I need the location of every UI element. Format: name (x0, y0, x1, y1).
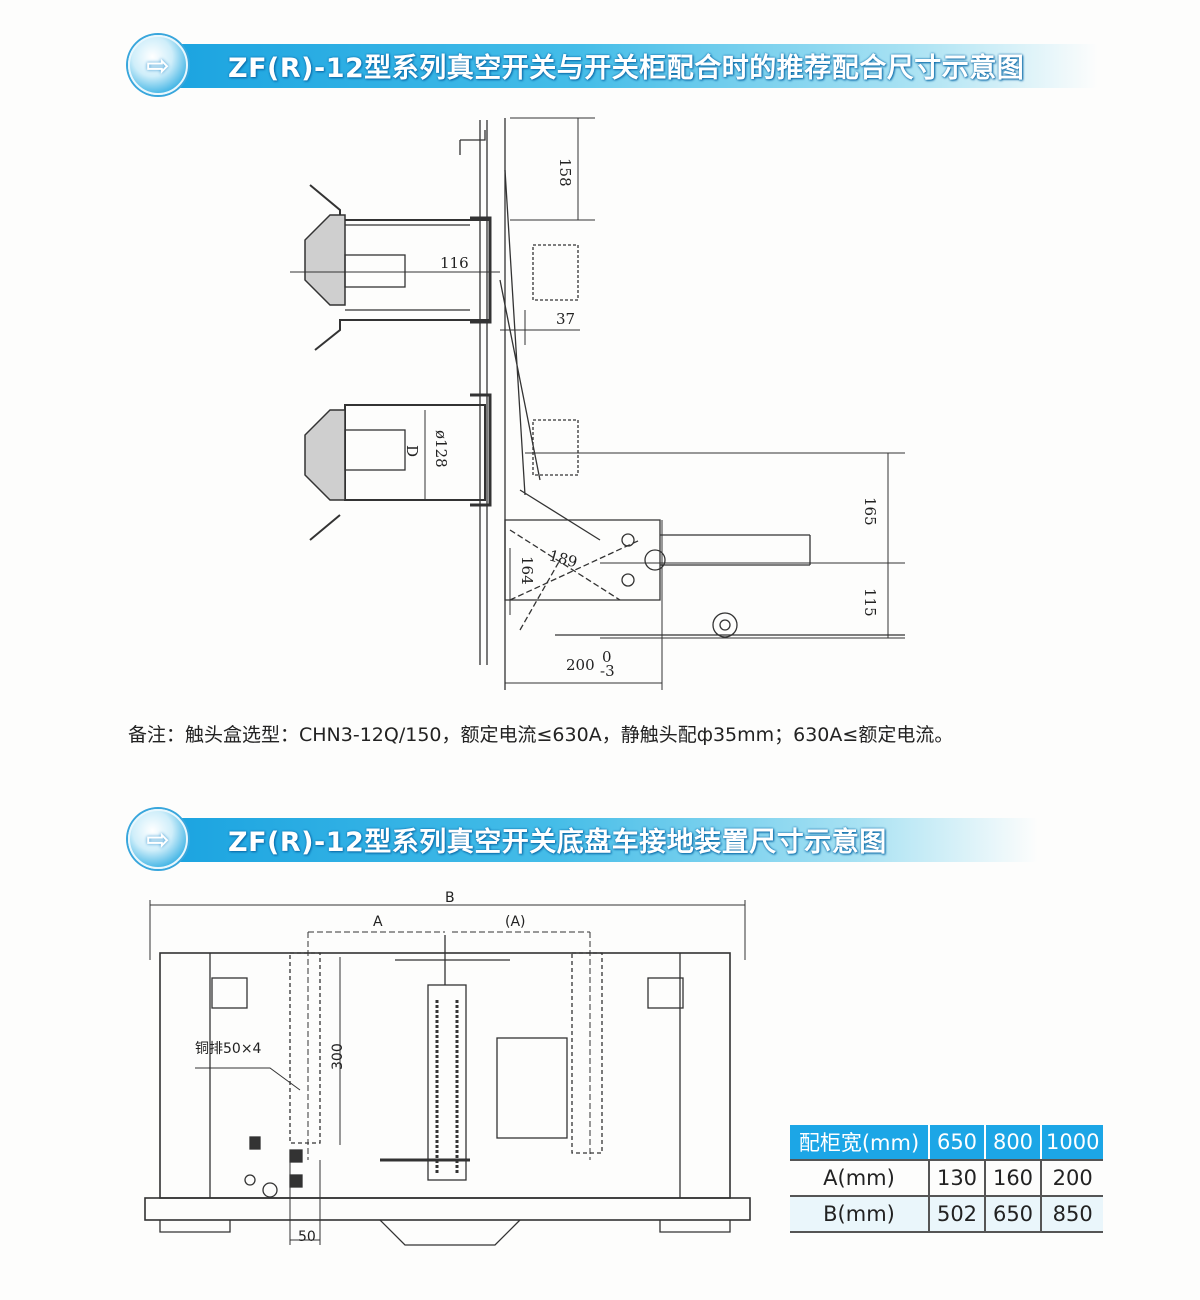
dim-128: ø128 (432, 430, 450, 468)
table-header-cell: 1000 (1039, 1125, 1104, 1161)
table-cell: 160 (984, 1160, 1041, 1197)
dim-200-tol-lower: -3 (600, 662, 615, 680)
section2-title: ZF(R)-12型系列真空开关底盘车接地装置尺寸示意图 (228, 826, 887, 858)
table-row: B(mm) 502 650 850 (790, 1196, 1104, 1233)
dim-300: 300 (330, 1043, 346, 1070)
table-cell: B(mm) (790, 1196, 929, 1233)
dim-B: B (445, 890, 455, 906)
table-cell: 850 (1039, 1196, 1104, 1233)
dim-158: 158 (556, 158, 574, 187)
dim-115: 115 (861, 588, 879, 617)
table-cell: 502 (928, 1196, 985, 1233)
selection-note: 备注：触头盒选型：CHN3-12Q/150，额定电流≤630A，静触头配ф35m… (128, 724, 954, 746)
right-arrow-icon: ⇨ (128, 35, 188, 95)
banner-bar (158, 44, 1098, 88)
dim-116: 116 (440, 254, 469, 272)
table-cell: A(mm) (790, 1160, 929, 1197)
dim-164: 164 (518, 556, 536, 585)
table-header-cell: 800 (984, 1125, 1041, 1161)
dim-50: 50 (298, 1229, 316, 1245)
table-header-row: 配柜宽(mm) 650 800 1000 (790, 1125, 1104, 1161)
dim-A-paren: (A) (505, 914, 526, 930)
busbar-label: 铜排50×4 (195, 1041, 262, 1057)
dim-37: 37 (556, 310, 575, 328)
table-header-cell: 配柜宽(mm) (790, 1125, 929, 1161)
banner-bar (158, 818, 1038, 862)
cabinet-width-table: 配柜宽(mm) 650 800 1000 A(mm) 130 160 200 B… (790, 1125, 1104, 1233)
table-cell: 200 (1039, 1160, 1104, 1197)
chassis-grounding-diagram: B A (A) 铜排50×4 50 300 (144, 890, 751, 1246)
switchgear-fit-diagram: 116 37 189 200 0 -3 158 D ø128 165 115 1… (290, 117, 905, 690)
table-cell: 650 (984, 1196, 1041, 1233)
table-row: A(mm) 130 160 200 (790, 1160, 1104, 1197)
table-header-cell: 650 (928, 1125, 985, 1161)
section1-title: ZF(R)-12型系列真空开关与开关柜配合时的推荐配合尺寸示意图 (228, 52, 1025, 84)
right-arrow-icon: ⇨ (128, 809, 188, 869)
dim-D: D (403, 445, 421, 457)
dim-A: A (373, 914, 383, 930)
dim-189: 189 (547, 546, 579, 571)
section1-banner: ⇨ ZF(R)-12型系列真空开关与开关柜配合时的推荐配合尺寸示意图 (128, 35, 1098, 95)
dim-200: 200 (566, 656, 595, 674)
dim-200-tol-upper: 0 (602, 648, 612, 666)
dim-165: 165 (861, 497, 879, 526)
section2-banner: ⇨ ZF(R)-12型系列真空开关底盘车接地装置尺寸示意图 (128, 809, 1038, 869)
table-cell: 130 (928, 1160, 985, 1197)
